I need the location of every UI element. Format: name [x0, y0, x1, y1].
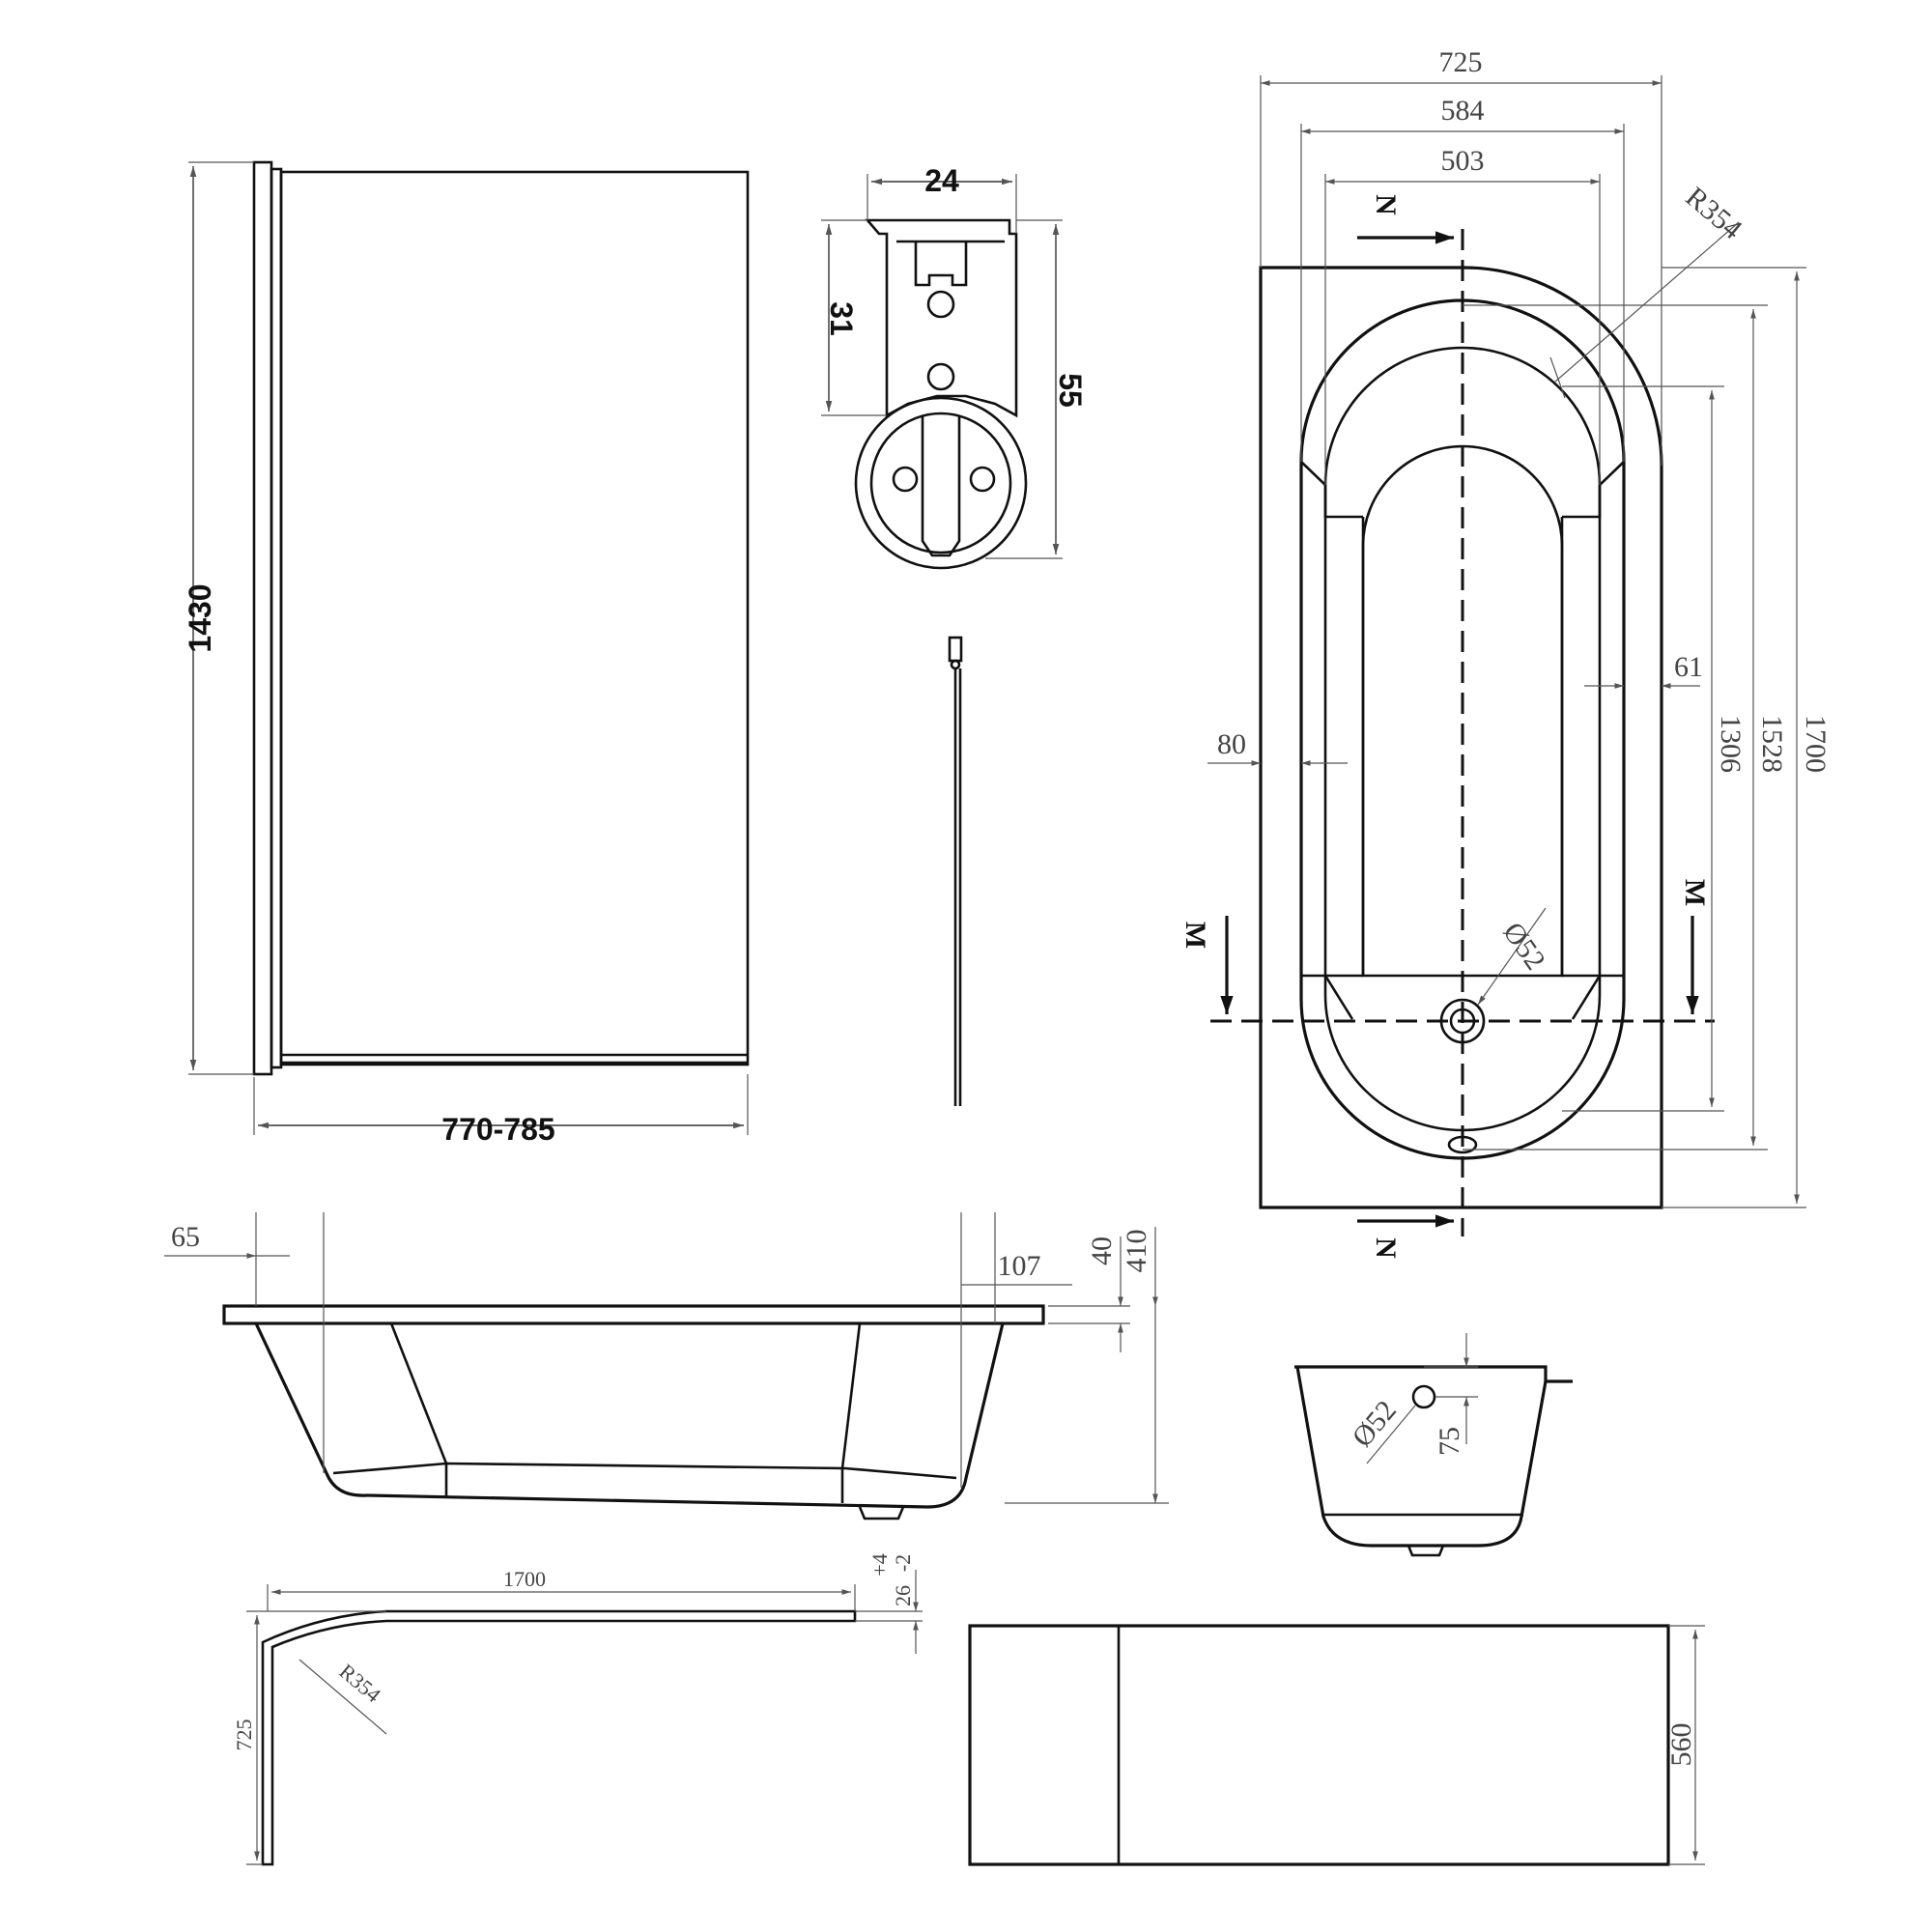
- bath-plan-view: N N M M 725 584 503 R354 1700 1528: [1179, 46, 1832, 1259]
- panel-length-label: 1700: [503, 1567, 546, 1591]
- plan-overall-width-label: 725: [1439, 46, 1483, 78]
- end-rim: [1294, 1365, 1573, 1383]
- section-m-right-label: M: [1679, 879, 1711, 906]
- profile-width-label: 24: [924, 163, 959, 198]
- end-waste: [1406, 1545, 1445, 1557]
- bath-chamfer-tr: [1562, 461, 1625, 519]
- bath-rim-outline: [1299, 298, 1626, 1160]
- bath-chamfer-tl: [1300, 461, 1363, 519]
- panel-tolerance-minus-label: -2: [891, 1554, 915, 1572]
- shower-screen-elevation: 1430 770-785: [183, 160, 750, 1147]
- screen-profile-inner: [270, 167, 283, 1069]
- plan-waste-leader: [1477, 907, 1547, 1006]
- bath-basin-outline: [1323, 346, 1602, 1132]
- end-basin-outline: [1295, 1366, 1548, 1548]
- bath-side-section: 65 107 40 410: [164, 1212, 1169, 1520]
- side-inner-slope-right: [840, 1322, 862, 1469]
- side-rim: [222, 1304, 1045, 1325]
- end-waste-label: Ø52: [1346, 1394, 1402, 1453]
- screen-side-hinge: [948, 636, 963, 663]
- screen-hinge-profile: [252, 160, 273, 1076]
- bath-end-section: Ø52 75: [1294, 1333, 1573, 1557]
- profile-round-body: [854, 396, 1028, 570]
- plan-inner-length-label: 1528: [1756, 715, 1788, 773]
- side-basin-outline: [254, 1322, 1005, 1509]
- profile-screw-port-top: [926, 290, 955, 319]
- plan-overall-length-label: 1700: [1800, 715, 1832, 773]
- side-rim-height-label: 40: [1086, 1236, 1118, 1265]
- section-m-left-label: M: [1179, 922, 1211, 949]
- wall-profile-section: 24 31 55: [821, 163, 1088, 570]
- profile-screw-port-left: [892, 466, 919, 493]
- plan-rim-side-label: 61: [1674, 651, 1703, 683]
- bath-base-curve-r: [1571, 975, 1602, 1020]
- profile-round-slot: [921, 415, 961, 557]
- plan-radius-label: R354: [1680, 181, 1748, 245]
- front-panel-height-label: 560: [1665, 1723, 1697, 1767]
- plan-base-width-label: 503: [1441, 145, 1485, 177]
- end-waste-leader: [1366, 1405, 1416, 1464]
- profile-screw-port-mid: [926, 362, 955, 391]
- screen-side-view: [948, 636, 963, 1106]
- profile-channel: [865, 218, 1018, 418]
- panel-plan-outline: [261, 1609, 857, 1866]
- side-depth-label: 410: [1121, 1230, 1152, 1273]
- bath-base-curve-l: [1323, 975, 1354, 1020]
- side-inner-slope-left: [389, 1322, 448, 1464]
- panel-thickness-label: 26: [891, 1585, 915, 1606]
- plan-base-length-label: 1306: [1715, 715, 1747, 773]
- profile-round-inner: [869, 412, 1012, 554]
- section-n-top-label: N: [1370, 194, 1402, 215]
- section-n-bottom-label: N: [1370, 1237, 1402, 1259]
- profile-channel-inner: [896, 240, 1005, 287]
- profile-depth-label: 31: [824, 301, 859, 336]
- side-base-line: [332, 1462, 957, 1480]
- profile-height-label: 55: [1053, 373, 1088, 408]
- side-right-offset-label: 107: [998, 1250, 1041, 1282]
- panel-radius-leader: [298, 1659, 387, 1735]
- profile-screw-port-right: [969, 466, 996, 493]
- side-left-offset-label: 65: [171, 1221, 200, 1253]
- screen-side-hinge-pin: [950, 659, 961, 670]
- screen-width-label: 770-785: [441, 1112, 554, 1147]
- panel-radius-label: R354: [335, 1659, 386, 1707]
- end-overflow-icon: [1411, 1384, 1436, 1409]
- screen-height-label: 1430: [183, 583, 217, 652]
- bath-outer-outline: [1259, 266, 1663, 1209]
- bath-base-outline: [1361, 444, 1564, 978]
- front-panel-elevation: 560: [968, 1624, 1705, 1866]
- plan-rim-left-label: 80: [1217, 728, 1246, 760]
- plan-radius-leader: [1554, 221, 1740, 383]
- plan-inner-width-label: 584: [1441, 95, 1485, 127]
- end-waste-height-label: 75: [1434, 1427, 1465, 1456]
- glass-panel: [279, 170, 750, 1066]
- front-panel-outline: [968, 1624, 1670, 1866]
- panel-plan-view: 1700 26 +4 -2 725 R354: [232, 1553, 923, 1866]
- panel-tolerance-plus-label: +4: [867, 1553, 892, 1576]
- side-waste: [858, 1506, 905, 1520]
- panel-width-label: 725: [232, 1719, 256, 1751]
